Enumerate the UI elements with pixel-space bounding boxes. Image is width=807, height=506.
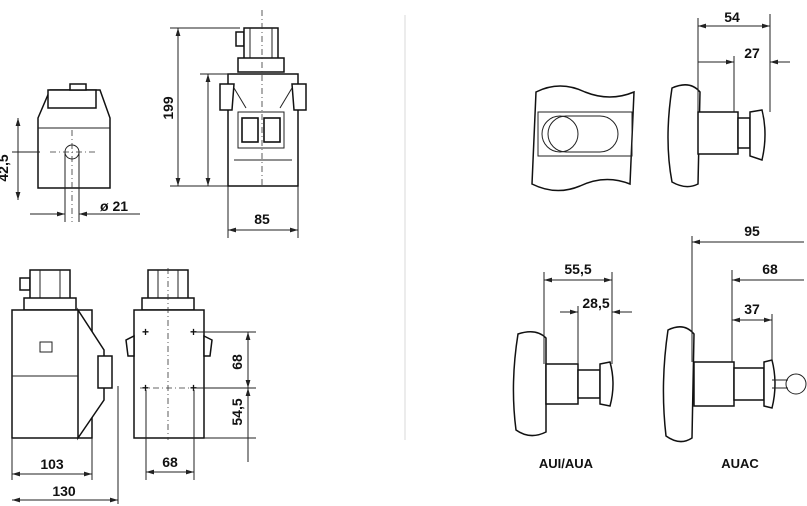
svg-text:+: + <box>142 381 149 395</box>
aui-variant: 55,5 28,5 AUI/AUA <box>512 261 632 471</box>
dim-top-right-inner: 27 <box>744 45 760 61</box>
dim-side-width: 85 <box>254 211 270 227</box>
top-right-detail: 54 27 <box>531 9 790 192</box>
dim-bottom-total-depth: 130 <box>52 483 76 499</box>
bottom-back-view: + + + + 68 68 54,5 <box>125 268 256 480</box>
dim-side-height: 199 <box>160 96 176 120</box>
dim-bottom-width: 68 <box>162 454 178 470</box>
dim-bottom-front-depth: 103 <box>40 456 64 472</box>
auac-variant: 95 68 37 AUAC <box>662 223 807 471</box>
dim-bottom-vertical-lower: 54,5 <box>229 398 245 425</box>
dim-auac-outer: 95 <box>744 223 760 239</box>
label-aui: AUI/AUA <box>539 456 594 471</box>
svg-text:+: + <box>190 381 197 395</box>
dim-front-height: 42,5 <box>0 154 11 181</box>
dim-auac-middle: 68 <box>762 261 778 277</box>
side-view: 199 85 <box>160 10 307 238</box>
dim-aui-inner: 28,5 <box>582 295 609 311</box>
dim-bottom-vertical-upper: 68 <box>229 354 245 370</box>
svg-text:+: + <box>142 325 149 339</box>
front-view: 42,5 ø 21 <box>0 83 140 222</box>
dim-top-right-outer: 54 <box>724 9 740 25</box>
svg-text:+: + <box>190 325 197 339</box>
bottom-side-view: 103 130 <box>11 269 119 504</box>
dim-front-diameter: ø 21 <box>100 198 128 214</box>
dim-auac-inner: 37 <box>744 301 760 317</box>
label-auac: AUAC <box>721 456 759 471</box>
dim-aui-outer: 55,5 <box>564 261 591 277</box>
